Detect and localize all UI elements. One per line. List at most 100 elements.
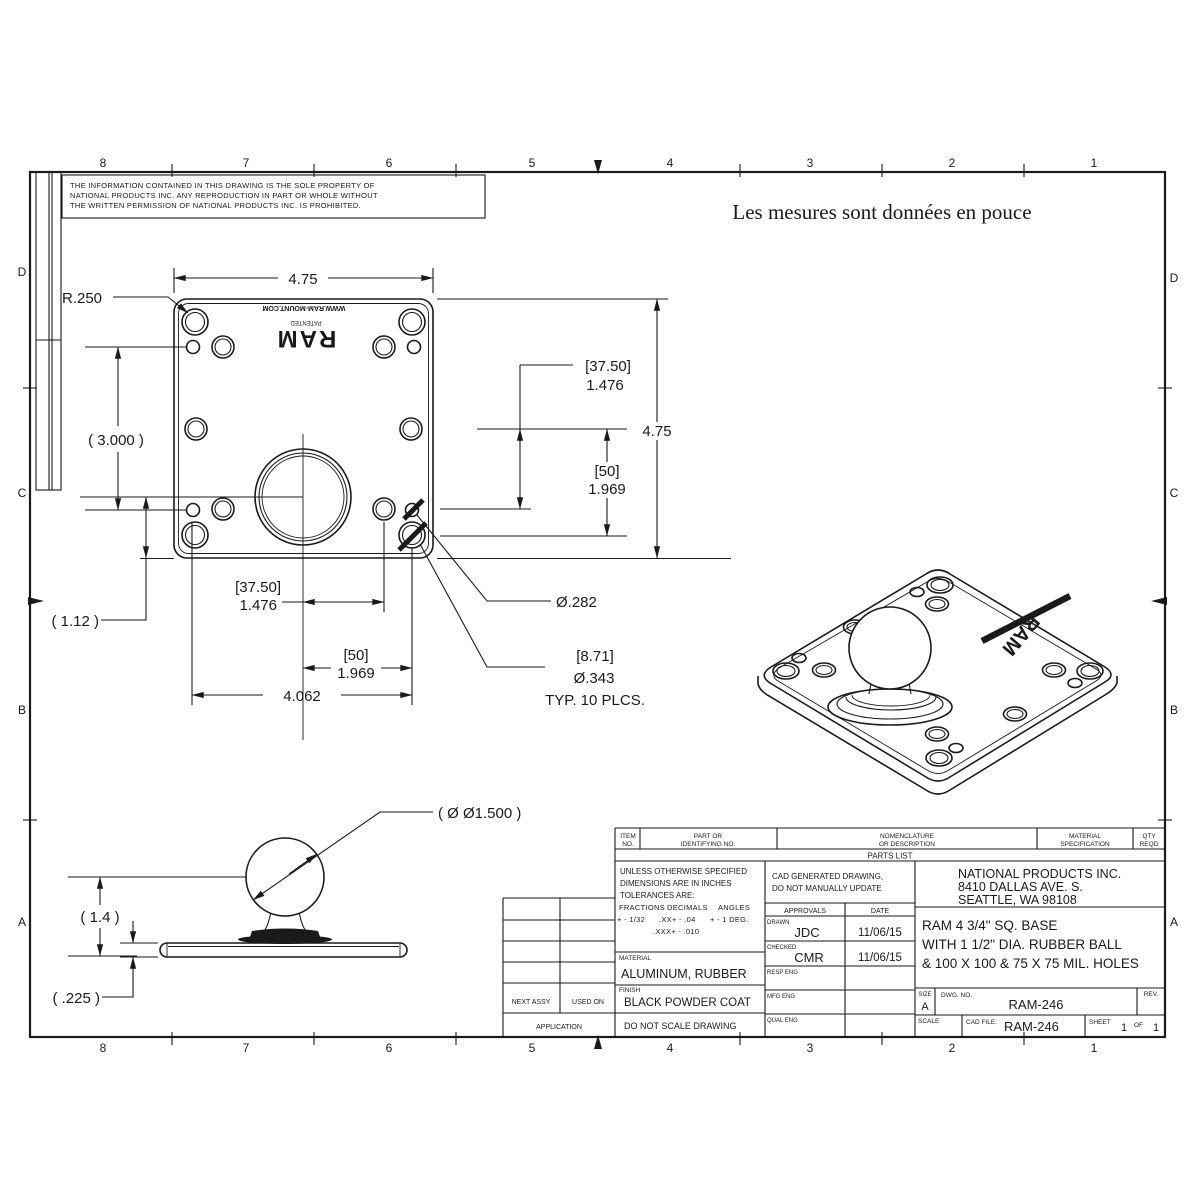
hdr-material: MATERIAL (1069, 833, 1101, 840)
iso-ball-base (827, 688, 953, 726)
dim-corner-radius: R.250 (62, 290, 102, 307)
plate-outline (173, 298, 434, 559)
zone-ticks (23, 164, 1172, 1045)
tol-header: DECIMALS (667, 903, 708, 912)
tol-value: + - 1 DEG. (710, 915, 749, 924)
notice-line: NATIONAL PRODUCTS INC. ANY REPRODUCTION … (70, 191, 378, 200)
sheet-frame (23, 160, 1172, 1049)
tolerance-note: UNLESS OTHERWISE SPECIFIED (620, 867, 747, 876)
resp-eng-label: RESP ENG (767, 970, 798, 976)
tolerance-note: DIMENSIONS ARE IN INCHES (620, 879, 732, 888)
checked-date: 11/06/15 (858, 952, 902, 964)
material-value: ALUMINUM, RUBBER (621, 967, 747, 981)
dim-p75-in-b: 1.476 (239, 597, 277, 614)
zone-row: B (18, 703, 26, 717)
cad-file-label: CAD FILE: (966, 1019, 997, 1026)
next-assy-label: NEXT ASSY (512, 999, 551, 1006)
logo-site-text: WWW.RAM-MOUNT.COM (262, 304, 345, 311)
logo-patented-text: PATENTED (290, 319, 322, 325)
checked-label: CHECKED (767, 945, 797, 951)
ball-base (250, 928, 320, 937)
scale-label: SCALE (918, 1018, 940, 1025)
notice-line: THE WRITTEN PERMISSION OF NATIONAL PRODU… (70, 201, 361, 210)
dim-p75-in: 1.476 (586, 377, 624, 394)
rubber-ball (245, 837, 325, 917)
hdr-item: ITEM (620, 833, 636, 840)
sheet-label: SHEET (1089, 1019, 1111, 1026)
dim-offset-v: ( 1.12 ) (51, 613, 99, 630)
zone-col: 2 (949, 1041, 956, 1055)
size-label: SIZE (918, 992, 931, 998)
drawn-label: DRAWN (767, 920, 789, 926)
zone-col: 4 (667, 156, 674, 170)
zone-labels: 8 7 6 5 4 3 2 1 8 7 6 5 4 3 2 1 D C B A … (18, 156, 1179, 1055)
dim-height: 4.75 (642, 423, 671, 440)
hdr-qty: REQD (1140, 841, 1159, 848)
tol-header: ANGLES (718, 903, 750, 912)
dim-width: 4.75 (288, 271, 317, 288)
sheet-no: 1 (1121, 1022, 1127, 1034)
zone-col: 6 (386, 1041, 393, 1055)
hdr-material: SPECIFICATION (1060, 841, 1110, 848)
zone-row: A (18, 915, 26, 929)
zone-row: C (1170, 486, 1179, 500)
zone-col: 4 (667, 1041, 674, 1055)
hdr-nomenclature: NOMENCLATURE (880, 833, 935, 840)
hdr-nomenclature: OR DESCRIPTION (879, 841, 935, 848)
mid-side-holes (184, 417, 423, 441)
zone-col: 2 (949, 156, 956, 170)
drawn-by: JDC (794, 925, 819, 940)
center-marks (28, 160, 1167, 1049)
finish-label: FINISH (619, 987, 641, 994)
zone-col: 3 (807, 156, 814, 170)
sheet-total: 1 (1153, 1022, 1159, 1034)
zone-col: 3 (807, 1041, 814, 1055)
drawing-title: WITH 1 1/2" DIA. RUBBER BALL (922, 937, 1122, 952)
dim-span-v: ( 3.000 ) (88, 432, 144, 449)
pattern75-holes (211, 335, 396, 521)
logo-text: RAM (276, 325, 337, 352)
title-block-lines (502, 827, 1165, 1037)
dim-p100-mm: [50] (594, 463, 619, 480)
notice-block: THE INFORMATION CONTAINED IN THIS DRAWIN… (61, 174, 486, 219)
iso-ball (848, 606, 932, 690)
zone-col: 1 (1091, 1041, 1098, 1055)
dwg-no-value: RAM-246 (1009, 997, 1064, 1012)
zone-row: A (1170, 915, 1178, 929)
zone-col: 1 (1091, 156, 1098, 170)
zone-col: 8 (100, 1041, 107, 1055)
material-label: MATERIAL (619, 955, 651, 962)
used-on-label: USED ON (572, 999, 604, 1006)
zone-col: 5 (529, 156, 536, 170)
dim-ball-dia: ( Ø Ø1.500 ) (438, 805, 521, 822)
side-view-dimensions: ( Ø Ø1.500 ) ( 1.4 ) ( .225 ) (52, 805, 521, 1007)
date-label: DATE (871, 908, 889, 915)
hdr-part: IDENTIFYING NO. (681, 841, 736, 848)
cad-note: DO NOT MANUALLY UPDATE (772, 884, 882, 893)
drawing-title: RAM 4 3/4" SQ. BASE (922, 918, 1057, 933)
company-address: 8410 DALLAS AVE. S. (958, 880, 1083, 894)
checked-by: CMR (794, 950, 824, 965)
application-label: APPLICATION (536, 1024, 582, 1031)
zone-row: D (1170, 271, 1179, 285)
hdr-part: PART OR (694, 833, 722, 840)
dim-p75-mm: [37.50] (585, 358, 631, 375)
revision-strip (35, 171, 62, 491)
hdr-item: NO. (622, 841, 634, 848)
no-scale-note: DO NOT SCALE DRAWING (624, 1021, 737, 1031)
dwg-no-label: DWG. NO. (941, 992, 972, 999)
iso-plate (763, 569, 1112, 782)
tol-value: .XXX+ - .010 (653, 927, 699, 936)
zone-col: 8 (100, 156, 107, 170)
hdr-qty: QTY (1142, 833, 1156, 840)
zone-col: 7 (243, 156, 250, 170)
approvals-label: APPROVALS (784, 908, 826, 915)
side-view: ( Ø Ø1.500 ) ( 1.4 ) ( .225 ) (52, 805, 521, 1007)
rev-label: REV. (1144, 991, 1159, 998)
zone-col: 6 (386, 156, 393, 170)
tol-value: + - 1/32 (617, 915, 645, 924)
small-holes (185, 339, 422, 518)
finish-value: BLACK POWDER COAT (624, 997, 751, 1009)
of-label: OF (1134, 1022, 1143, 1029)
